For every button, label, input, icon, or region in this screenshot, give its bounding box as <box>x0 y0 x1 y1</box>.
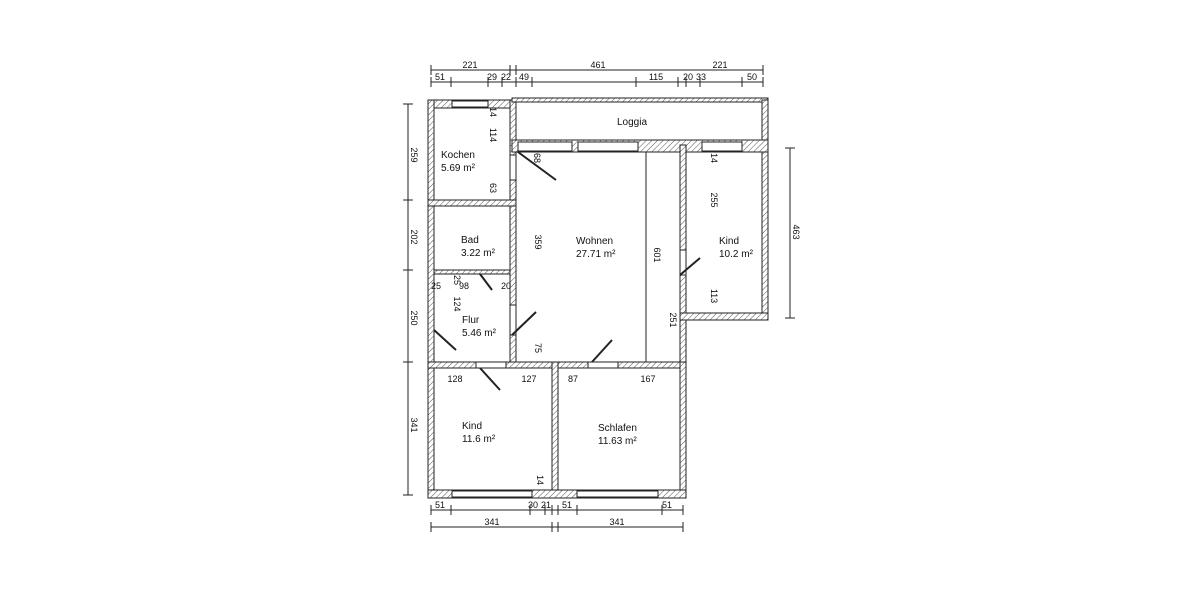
dimension-label: 75 <box>533 343 543 353</box>
window <box>679 249 687 276</box>
window <box>577 141 639 152</box>
dimension-label: 51 <box>435 500 445 510</box>
door-swing <box>479 367 501 391</box>
dimension-label: 127 <box>521 374 536 384</box>
dimension-label: 22 <box>501 72 511 82</box>
room-area: 11.6 m² <box>462 434 496 445</box>
wall <box>761 99 769 321</box>
dimension-label: 33 <box>696 72 706 82</box>
room-area: 10.2 m² <box>719 249 754 260</box>
room-name: Wohnen <box>576 236 613 247</box>
dimension-label: 29 <box>487 72 497 82</box>
window <box>475 361 507 369</box>
dimension-label: 51 <box>435 72 445 82</box>
dimension-label: 20 <box>683 72 693 82</box>
wall <box>551 361 559 499</box>
door-swing <box>433 329 457 351</box>
dimension-label: 202 <box>409 229 419 244</box>
dimension-label: 87 <box>568 374 578 384</box>
wall <box>679 361 687 499</box>
room-area: 5.46 m² <box>462 328 497 339</box>
wall <box>427 199 517 207</box>
dimension-label: 601 <box>652 247 662 262</box>
dimension-label: 49 <box>519 72 529 82</box>
dimension-label: 51 <box>562 500 572 510</box>
room-name: Kind <box>462 421 482 432</box>
room-area: 11.63 m² <box>598 436 637 447</box>
door-swing <box>517 151 557 181</box>
room-name: Bad <box>461 235 479 246</box>
dimension-label: 51 <box>662 500 672 510</box>
dimension-label: 359 <box>533 234 543 249</box>
dimension-label: 341 <box>409 417 419 432</box>
dimension-label: 63 <box>488 183 498 193</box>
dimension-label: 341 <box>609 517 624 527</box>
walls <box>427 97 769 499</box>
dimension-label: 25 <box>431 281 441 291</box>
dimension-label: 50 <box>747 72 757 82</box>
window <box>509 304 517 336</box>
dimension-label: 167 <box>640 374 655 384</box>
dimension-label: 115 <box>649 72 663 82</box>
dimension-label: 221 <box>462 60 477 70</box>
dimension-label: 259 <box>409 147 419 162</box>
dimension-label: 250 <box>409 310 419 325</box>
room-area: 3.22 m² <box>461 248 496 259</box>
dimension-label: 68 <box>532 153 542 163</box>
dimension-label: 20 <box>501 281 511 291</box>
room-name: Loggia <box>617 117 647 128</box>
dimension-label: 463 <box>791 224 801 239</box>
dimension-label: 114 <box>488 128 498 142</box>
dimension-label: 461 <box>590 60 605 70</box>
dimension-label: 113 <box>709 289 719 303</box>
dimension-label: 124 <box>452 296 462 311</box>
room-name: Kind <box>719 236 739 247</box>
wall <box>679 312 769 321</box>
window <box>587 361 619 369</box>
window <box>701 141 743 152</box>
room-name: Kochen <box>441 150 475 161</box>
room-name: Flur <box>462 315 480 326</box>
room-labels: Kochen 5.69 m² Bad 3.22 m² Wohnen 27.71 m² Kin… <box>441 117 754 447</box>
window <box>517 141 573 152</box>
dimension-label: 14 <box>709 153 719 163</box>
wall <box>433 269 511 275</box>
door-swing <box>511 311 537 336</box>
window <box>451 100 489 108</box>
door-swing <box>591 339 613 363</box>
window <box>451 490 533 498</box>
room-area: 5.69 m² <box>441 163 476 174</box>
dimension-label: 30 <box>528 500 538 510</box>
dimension-label: 128 <box>447 374 462 384</box>
dimension-label: 14 <box>535 475 545 485</box>
window <box>576 490 659 498</box>
wall <box>511 97 769 103</box>
dimension-label: 251 <box>668 312 678 327</box>
dimension-label: 221 <box>712 60 727 70</box>
dimension-label: 255 <box>709 192 719 207</box>
dimension-label: 98 <box>459 281 469 291</box>
wall <box>427 99 435 499</box>
dimension-label: 21 <box>541 500 551 510</box>
door-swing <box>679 257 701 276</box>
door-swing <box>479 273 493 291</box>
dimension-label: 341 <box>484 517 499 527</box>
dimension-label: 25 <box>452 275 462 285</box>
dimension-label: 14 <box>488 107 498 117</box>
wall <box>427 489 687 499</box>
room-area: 27.71 m² <box>576 249 616 260</box>
window <box>509 154 517 181</box>
room-name: Schlafen <box>598 423 637 434</box>
